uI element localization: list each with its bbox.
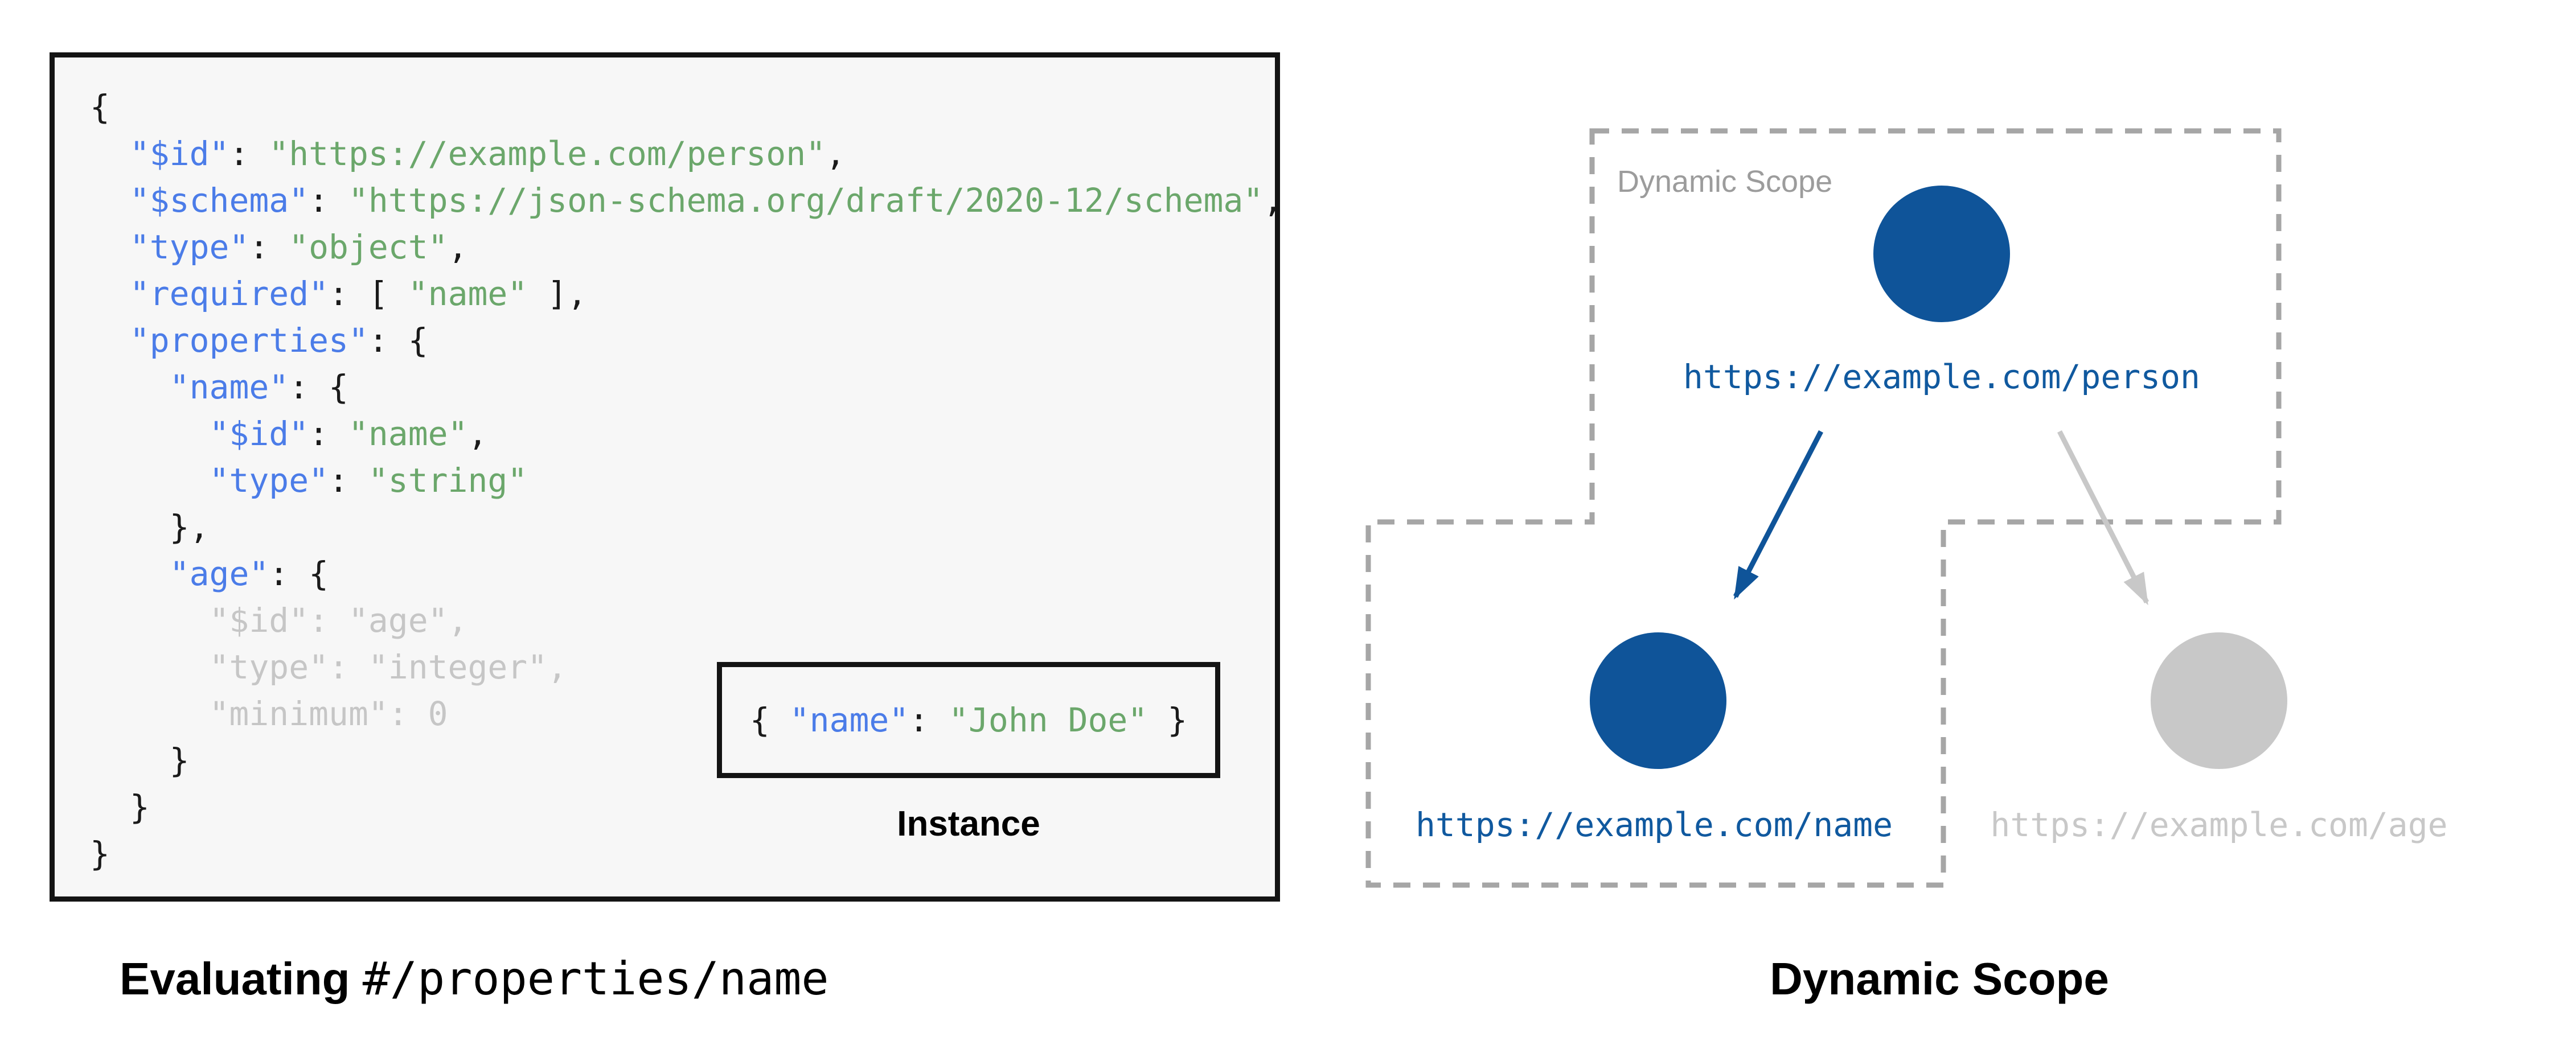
evaluating-caption: Evaluating #/properties/name (120, 952, 829, 1006)
code-line: "type": "integer", (90, 644, 1283, 690)
code-segment: : (909, 701, 949, 739)
code-line: "minimum": 0 (90, 690, 1283, 737)
code-segment: "John Doe" (949, 701, 1148, 739)
age-node-url: https://example.com/age (1990, 805, 2448, 844)
code-segment: : { (289, 368, 348, 406)
code-segment: "minimum": 0 (90, 694, 448, 733)
instance-box: { "name": "John Doe" } (717, 662, 1220, 778)
instance-json: { "name": "John Doe" } (750, 701, 1187, 739)
code-segment: , (826, 134, 846, 173)
code-segment: "name" (348, 414, 468, 453)
dynamic-scope-boundary (1365, 128, 2282, 888)
evaluating-caption-pointer: #/properties/name (362, 952, 829, 1005)
instance-label: Instance (897, 804, 1040, 844)
code-segment: : (229, 134, 269, 173)
code-segment: }, (90, 508, 210, 546)
code-line: } (90, 830, 1283, 877)
code-line: "properties": { (90, 317, 1283, 364)
person-to-name-arrow (1733, 430, 1823, 600)
code-segment: : { (269, 554, 329, 593)
code-segment: "type": "integer", (90, 648, 568, 686)
person-schema-node (1873, 186, 2010, 322)
code-segment: "name" (408, 274, 528, 313)
code-segment: : [ (329, 274, 408, 313)
code-segment: } (90, 741, 190, 780)
code-segment: "name" (789, 701, 909, 739)
code-line: "age": { (90, 550, 1283, 597)
code-line: "type": "object", (90, 224, 1283, 270)
code-segment: , (467, 414, 488, 453)
code-segment: "required" (129, 274, 329, 313)
dynamic-scope-region-label: Dynamic Scope (1617, 164, 1833, 199)
code-segment: : { (368, 321, 428, 360)
code-segment: "age" (169, 554, 269, 593)
code-line: { (90, 84, 1283, 130)
code-segment: } (1147, 701, 1188, 739)
code-segment: : (329, 461, 368, 500)
code-segment: "$id" (129, 134, 229, 173)
code-segment: "type" (209, 461, 329, 500)
code-segment: , (448, 228, 468, 266)
code-line: "$id": "https://example.com/person", (90, 130, 1283, 177)
code-segment: } (90, 788, 150, 826)
code-line: "required": [ "name" ], (90, 270, 1283, 317)
code-segment: "properties" (129, 321, 368, 360)
code-segment: "type" (129, 228, 249, 266)
code-line: "$id": "age", (90, 597, 1283, 644)
dynamic-scope-caption: Dynamic Scope (1770, 953, 2109, 1004)
person-node-url: https://example.com/person (1683, 357, 2200, 396)
code-line: "$id": "name", (90, 410, 1283, 457)
code-segment: "https://example.com/person" (269, 134, 826, 173)
code-segment: { (90, 88, 110, 126)
code-segment: "string" (368, 461, 528, 500)
code-segment: "$id": "age", (90, 601, 468, 640)
code-line: } (90, 784, 1283, 830)
code-segment: : (249, 228, 289, 266)
name-schema-node (1590, 632, 1726, 769)
code-segment: "$id" (209, 414, 309, 453)
code-segment: : (309, 181, 348, 220)
code-segment: "name" (169, 368, 289, 406)
name-node-url: https://example.com/name (1415, 805, 1893, 844)
person-to-age-arrow (2057, 430, 2150, 606)
code-line: "name": { (90, 364, 1283, 410)
code-line: "type": "string" (90, 457, 1283, 504)
schema-code-box: { "$id": "https://example.com/person", "… (50, 52, 1283, 902)
code-segment: "object" (289, 228, 448, 266)
code-segment: : (309, 414, 348, 453)
code-segment: "$schema" (129, 181, 309, 220)
code-segment: , (1263, 181, 1283, 220)
code-line: "$schema": "https://json-schema.org/draf… (90, 177, 1283, 224)
schema-code: { "$id": "https://example.com/person", "… (90, 84, 1283, 877)
code-segment: ], (527, 274, 588, 313)
code-segment: "https://json-schema.org/draft/2020-12/s… (348, 181, 1264, 220)
age-schema-node (2151, 632, 2287, 769)
code-segment: { (749, 701, 790, 739)
code-segment: } (90, 834, 110, 873)
evaluating-caption-bold: Evaluating (120, 953, 363, 1004)
code-line: } (90, 737, 1283, 784)
code-line: }, (90, 504, 1283, 550)
